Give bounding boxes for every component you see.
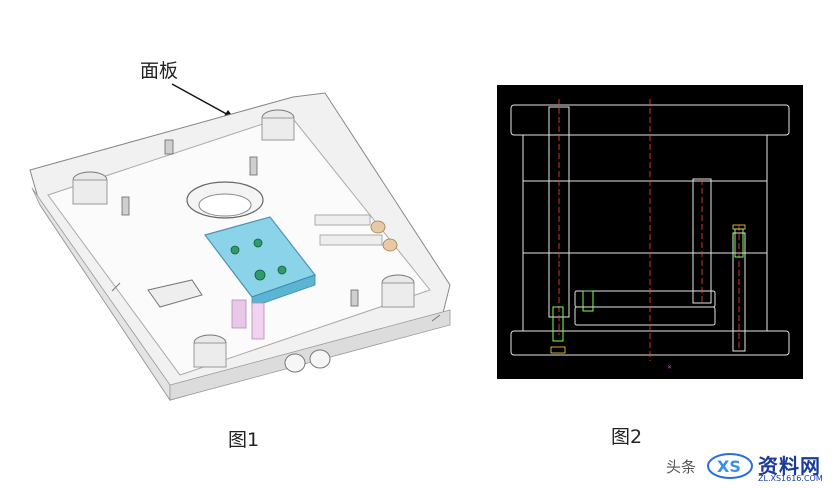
figure1-caption: 图1 [228,429,260,451]
mold-section-cad-drawing: ✕ [497,85,803,379]
svg-text:✕: ✕ [667,364,672,371]
svg-text:XS: XS [717,457,741,476]
mold-panel-3d-drawing [29,92,451,402]
watermark-prefix: 头条 [666,458,697,476]
watermark-brand: 资料网 [758,454,821,478]
figure2-caption: 图2 [611,426,643,448]
site-watermark: 头条 XS 资料网 ZL.XS1616.COM [666,448,834,484]
panel-annotation-label: 面板 [140,60,179,82]
xs-logo-icon: XS [707,453,753,479]
watermark-url: ZL.XS1616.COM [758,474,823,483]
